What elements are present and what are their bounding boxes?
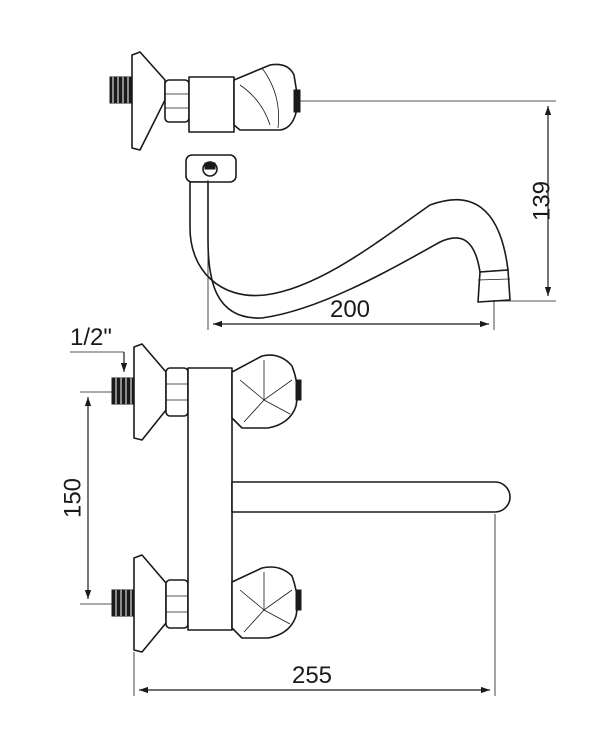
side-view: [109, 51, 511, 319]
dimension-thread: 1/2": [70, 324, 128, 372]
height-label: 139: [528, 181, 555, 221]
lower-handle: [231, 566, 302, 639]
thread-label: 1/2": [70, 324, 112, 351]
side-body: [188, 76, 235, 133]
upper-wall-flange: [133, 343, 167, 441]
side-aerator: [477, 269, 511, 303]
lower-nut: [165, 579, 189, 629]
spout-reach-label: 200: [330, 296, 370, 323]
side-wall-thread: [109, 76, 133, 104]
lower-wall-flange: [133, 554, 167, 653]
front-spout: [231, 481, 511, 513]
dimension-overall-width: 255: [133, 514, 496, 696]
side-nut: [164, 79, 190, 123]
front-body: [187, 367, 233, 631]
side-swivel-collar: [185, 154, 237, 183]
upper-handle: [231, 354, 302, 429]
upper-wall-thread: [111, 377, 135, 405]
side-wall-flange: [131, 51, 166, 151]
dimension-spout-reach: 200: [207, 180, 495, 330]
front-view: [111, 343, 511, 653]
lower-wall-thread: [111, 589, 135, 617]
upper-nut: [165, 367, 189, 417]
center-distance-label: 150: [59, 478, 86, 518]
dimension-center-distance: 150: [59, 391, 114, 605]
overall-width-label: 255: [292, 662, 332, 689]
side-handle: [233, 63, 301, 131]
dimension-height: 139: [298, 100, 556, 302]
